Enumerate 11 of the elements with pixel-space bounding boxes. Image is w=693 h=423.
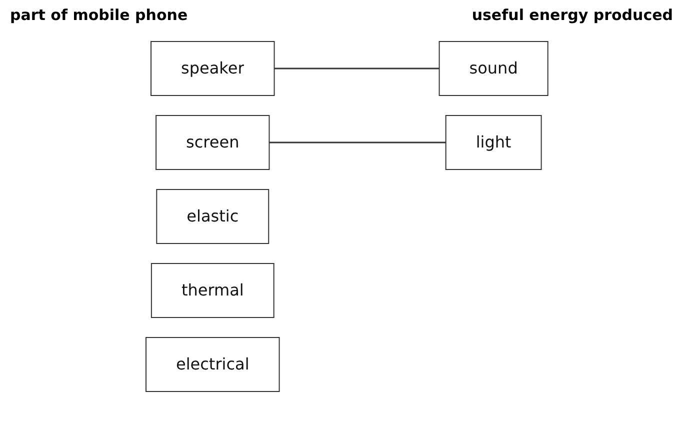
node-box: sound [438, 41, 548, 96]
column-heading: useful energy produced [472, 6, 673, 24]
node-box: electrical [145, 337, 280, 392]
node-box: thermal [150, 263, 274, 318]
node-box: light [444, 115, 542, 170]
node-box: speaker [150, 41, 274, 96]
node-box: elastic [156, 189, 269, 244]
column-heading: part of mobile phone [10, 6, 188, 24]
connector [268, 142, 446, 144]
connector [274, 68, 439, 70]
node-box: screen [155, 115, 270, 170]
